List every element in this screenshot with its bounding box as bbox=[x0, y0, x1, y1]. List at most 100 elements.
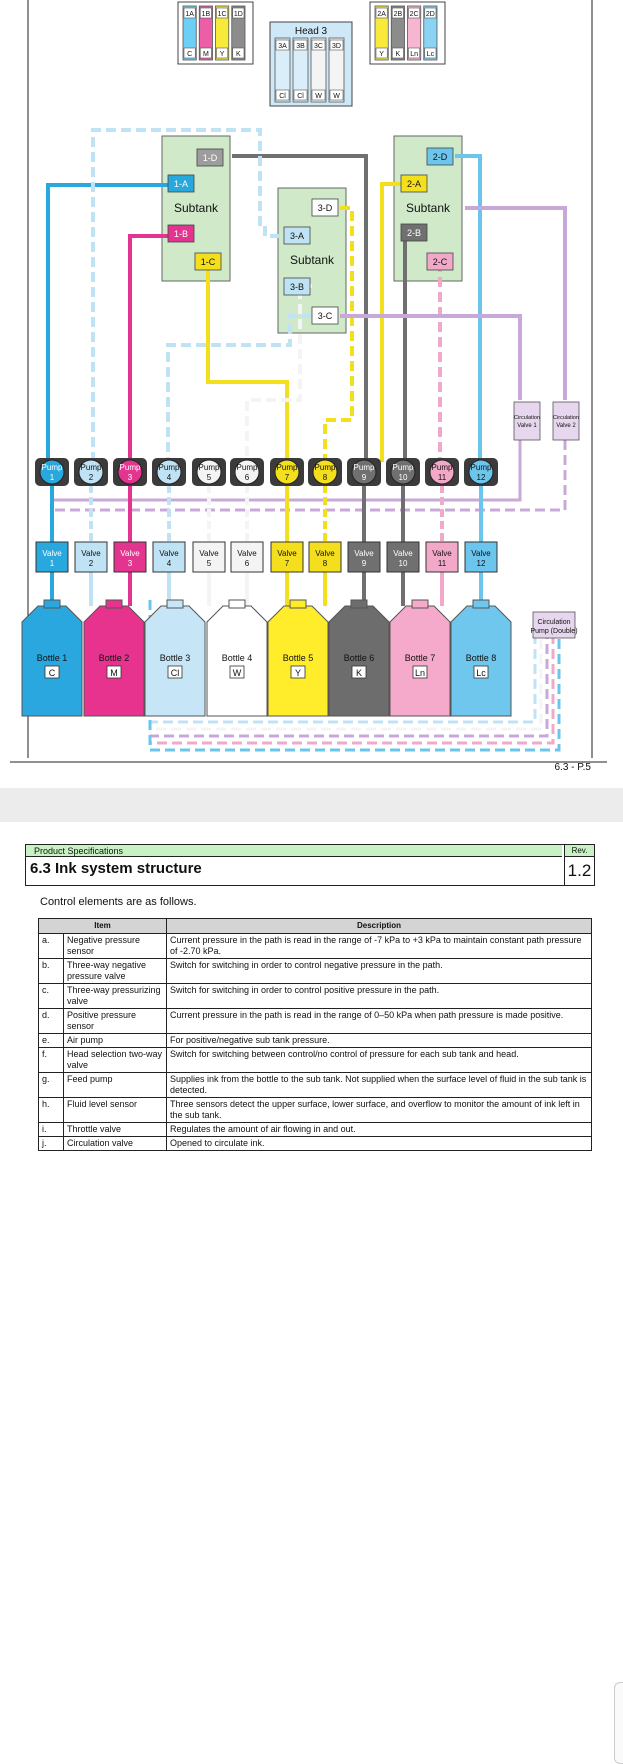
port-label: 3-C bbox=[318, 311, 333, 321]
bottle-label: Bottle 6 bbox=[344, 653, 375, 663]
valve-body bbox=[425, 541, 459, 573]
port-box bbox=[167, 224, 195, 243]
pump-number: 11 bbox=[438, 473, 447, 482]
nozzle-column bbox=[231, 5, 246, 61]
port-tag bbox=[375, 7, 388, 19]
valve-body bbox=[464, 541, 498, 573]
port-label: 3A bbox=[278, 43, 287, 50]
bottle-cap bbox=[43, 599, 61, 609]
row-description: Opened to circulate ink. bbox=[166, 1136, 592, 1151]
pump-rotor bbox=[351, 459, 377, 485]
bottle-5: Bottle 5Y bbox=[267, 599, 329, 717]
port-box bbox=[283, 226, 311, 245]
valve-body bbox=[35, 541, 69, 573]
bottle-body bbox=[450, 605, 512, 717]
ink-tag bbox=[232, 47, 245, 59]
ink-label: K bbox=[236, 51, 241, 58]
pump-rotor bbox=[468, 459, 494, 485]
row-item: Three-way pressurizing valve bbox=[63, 983, 167, 1009]
row-letter: j. bbox=[38, 1136, 64, 1151]
row-letter: f. bbox=[38, 1047, 64, 1073]
valve-label: Valve bbox=[237, 549, 257, 558]
port-box bbox=[311, 198, 339, 217]
ink-tag bbox=[183, 47, 196, 59]
line-yellow-3 bbox=[323, 206, 354, 462]
valve-label: Valve bbox=[471, 549, 491, 558]
valve-body bbox=[74, 541, 108, 573]
circulation-valve-label: Valve 1 bbox=[517, 423, 537, 429]
pump-label: Pump bbox=[199, 463, 220, 472]
ink-tag bbox=[229, 665, 245, 679]
row-letter: c. bbox=[38, 983, 64, 1009]
valve-number: 1 bbox=[50, 559, 55, 568]
port-label: 2-B bbox=[407, 228, 421, 238]
pump-rotor bbox=[156, 459, 182, 485]
ink-label: C bbox=[187, 51, 192, 58]
bottle-body bbox=[83, 605, 145, 717]
nozzle-column bbox=[292, 37, 309, 103]
valve-label: Valve bbox=[120, 549, 140, 558]
valve-number: 12 bbox=[477, 559, 486, 568]
valve-number: 2 bbox=[89, 559, 94, 568]
return-line-4 bbox=[148, 600, 555, 745]
circulation-pump-label: Pump (Double) bbox=[530, 628, 577, 635]
valve-body bbox=[270, 541, 304, 573]
table-header-row: Item Description bbox=[38, 918, 592, 934]
valve-label: Valve bbox=[159, 549, 179, 558]
port-label: 3D bbox=[332, 43, 341, 50]
ink-label: Ln bbox=[410, 51, 418, 58]
valve-number: 7 bbox=[285, 559, 290, 568]
valve-number: 3 bbox=[128, 559, 133, 568]
row-letter: d. bbox=[38, 1008, 64, 1034]
ink-label: Y bbox=[220, 51, 225, 58]
bottle-ink: M bbox=[110, 668, 118, 678]
row-letter: h. bbox=[38, 1097, 64, 1123]
row-letter: a. bbox=[38, 933, 64, 959]
control-elements-table: Item Description a.Negative pressure sen… bbox=[38, 918, 592, 1151]
pump-label: Pump bbox=[81, 463, 102, 472]
circulation-pump-body bbox=[532, 611, 576, 639]
bottle-body bbox=[389, 605, 451, 717]
valve-number: 10 bbox=[399, 559, 408, 568]
port-tag bbox=[408, 7, 421, 19]
pump-label: Pump bbox=[120, 463, 141, 472]
valve-number: 6 bbox=[245, 559, 250, 568]
row-item: Head selection two-way valve bbox=[63, 1047, 167, 1073]
port-label: 1B bbox=[202, 11, 211, 18]
ink-label: W bbox=[315, 93, 322, 100]
ink-label: Cl bbox=[279, 93, 286, 100]
ink-tag bbox=[44, 665, 60, 679]
port-tag bbox=[232, 7, 245, 19]
scroll-handle[interactable] bbox=[614, 1682, 623, 1764]
row-description: Switch for switching in order to control… bbox=[166, 958, 592, 984]
pump-number: 1 bbox=[50, 473, 55, 482]
port-label: 1-B bbox=[174, 229, 188, 239]
port-tag bbox=[311, 39, 326, 51]
bottle-ink: Ln bbox=[415, 668, 425, 678]
valve-body bbox=[308, 541, 342, 573]
ink-tag bbox=[473, 665, 489, 679]
bottle-cap bbox=[228, 599, 246, 609]
port-label: 1C bbox=[218, 11, 227, 18]
line-circ-2 bbox=[465, 206, 567, 400]
nozzle-column bbox=[328, 37, 345, 103]
bottle-label: Bottle 7 bbox=[405, 653, 436, 663]
port-box bbox=[426, 147, 454, 166]
port-label: 1-C bbox=[201, 257, 216, 267]
port-label: 2-D bbox=[433, 152, 448, 162]
pump-label: Pump bbox=[354, 463, 375, 472]
